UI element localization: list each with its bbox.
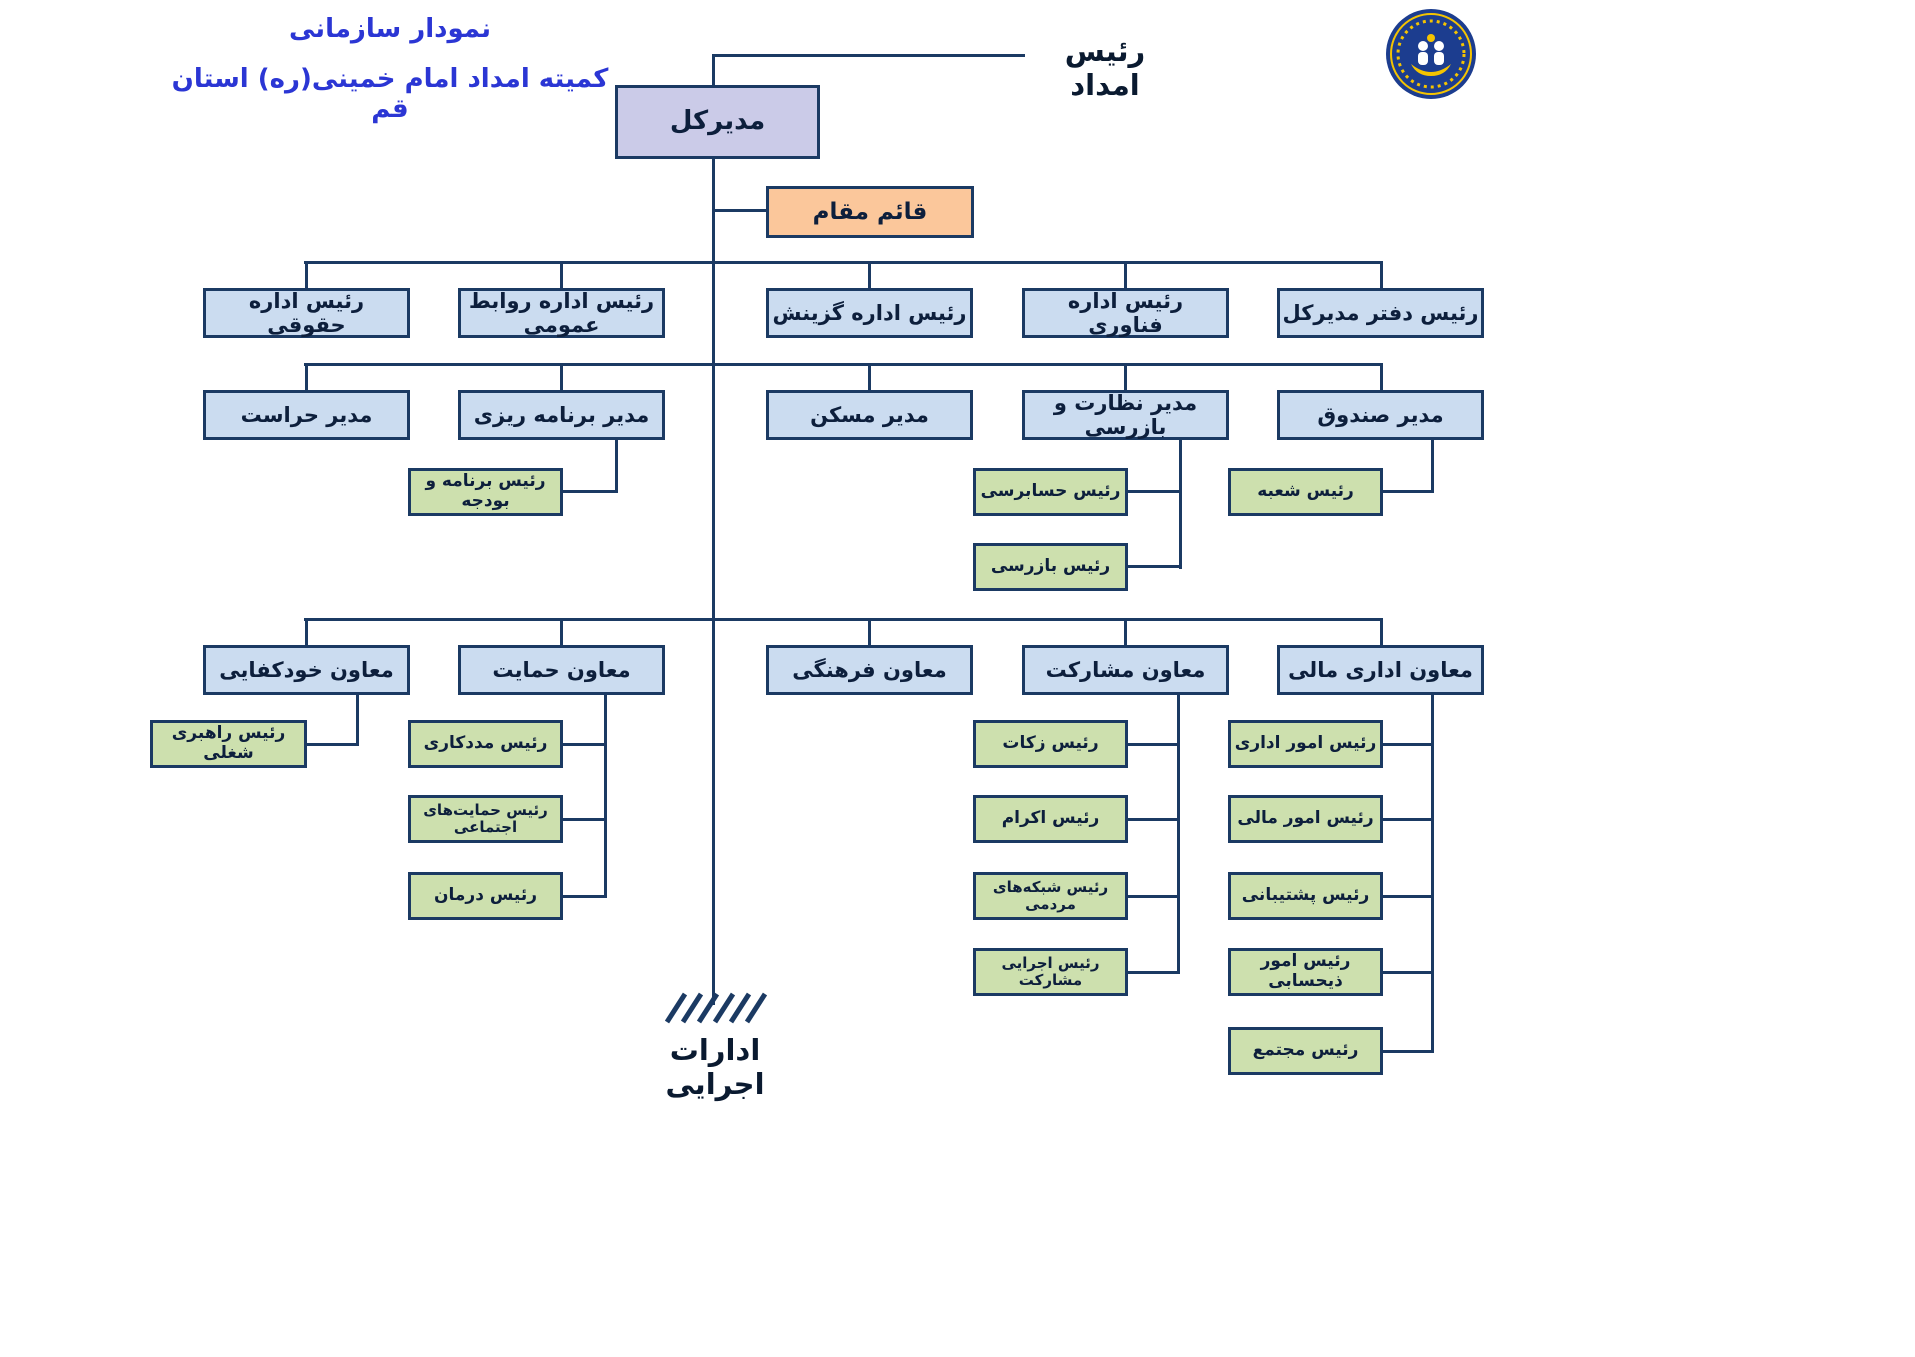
chart-title-line1: نمودار سازمانی — [289, 14, 491, 44]
ground-hatch-icon — [664, 992, 770, 1028]
node-program-budget-head: رئیس برنامه و بودجه — [408, 468, 563, 516]
node-public-relations-office: رئیس اداره روابط عمومی — [458, 288, 665, 338]
node-social-supports-head: رئیس حمایت‌های اجتماعی — [408, 795, 563, 843]
connector-line — [712, 55, 715, 1005]
connector-line — [1381, 743, 1433, 746]
connector-line — [1124, 363, 1127, 391]
connector-line — [304, 261, 1382, 264]
node-accounting-head: رئیس امور ذیحسابی — [1228, 948, 1383, 996]
node-inspection-head: رئیس بازرسی — [973, 543, 1128, 591]
node-participation-exec-head: رئیس اجرایی مشارکت — [973, 948, 1128, 996]
connector-line — [1380, 363, 1383, 391]
connector-line — [1380, 618, 1383, 646]
node-participation-deputy: معاون مشارکت — [1022, 645, 1229, 695]
connector-line — [712, 54, 1025, 57]
connector-line — [1381, 895, 1433, 898]
connector-line — [1126, 743, 1179, 746]
node-cultural-deputy: معاون فرهنگی — [766, 645, 973, 695]
node-complex-head: رئیس مجتمع — [1228, 1027, 1383, 1075]
connector-line — [868, 363, 871, 391]
node-dg-office: رئیس دفتر مدیرکل — [1277, 288, 1484, 338]
chart-title-line2: کمیته امداد امام خمینی(ره) استان قم — [171, 64, 609, 124]
logo-emblem-icon — [1386, 9, 1476, 99]
connector-line — [305, 261, 308, 289]
executive-offices-label: ادارات اجرایی — [665, 1033, 765, 1101]
node-admin-finance-deputy: معاون اداری مالی — [1277, 645, 1484, 695]
connector-line — [560, 363, 563, 391]
node-deputy-director: قائم مقام — [766, 186, 974, 238]
connector-line — [1431, 695, 1434, 1053]
connector-line — [1177, 695, 1180, 974]
connector-line — [868, 261, 871, 289]
node-admin-affairs-head: رئیس امور اداری — [1228, 720, 1383, 768]
connector-line — [304, 363, 1382, 366]
node-director-general: مدیرکل — [615, 85, 820, 159]
connector-line — [868, 618, 871, 646]
connector-line — [561, 743, 606, 746]
node-housing-manager: مدیر مسکن — [766, 390, 973, 440]
connector-line — [1126, 565, 1181, 568]
node-zakat-head: رئیس زکات — [973, 720, 1128, 768]
connector-line — [1381, 971, 1433, 974]
connector-line — [1126, 490, 1181, 493]
connector-line — [1126, 895, 1179, 898]
relief-committee-logo — [1385, 8, 1477, 100]
connector-line — [560, 261, 563, 289]
node-job-guidance-head: رئیس راهبری شغلی — [150, 720, 307, 768]
connector-line — [1179, 440, 1182, 569]
node-audit-head: رئیس حسابرسی — [973, 468, 1128, 516]
connector-line — [1381, 818, 1433, 821]
node-fund-manager: مدیر صندوق — [1277, 390, 1484, 440]
node-financial-affairs-head: رئیس امور مالی — [1228, 795, 1383, 843]
node-social-work-head: رئیس مددکاری — [408, 720, 563, 768]
node-public-networks-head: رئیس شبکه‌های مردمی — [973, 872, 1128, 920]
connector-line — [615, 440, 618, 493]
connector-line — [305, 363, 308, 391]
node-ekram-head: رئیس اکرام — [973, 795, 1128, 843]
node-technology-office: رئیس اداره فناوری — [1022, 288, 1229, 338]
connector-line — [1381, 490, 1433, 493]
head-of-relief-label: رئیس امداد — [1064, 34, 1146, 102]
connector-line — [561, 818, 606, 821]
connector-line — [356, 695, 359, 746]
node-selfsufficiency-deputy: معاون خودکفایی — [203, 645, 410, 695]
node-branch-head: رئیس شعبه — [1228, 468, 1383, 516]
connector-line — [1381, 1050, 1433, 1053]
connector-line — [1380, 261, 1383, 289]
node-logistics-head: رئیس پشتیبانی — [1228, 872, 1383, 920]
connector-line — [305, 618, 308, 646]
connector-line — [561, 895, 606, 898]
connector-line — [1126, 971, 1179, 974]
connector-line — [1124, 261, 1127, 289]
connector-line — [560, 618, 563, 646]
connector-line — [712, 209, 768, 212]
node-selection-office: رئیس اداره گزینش — [766, 288, 973, 338]
connector-line — [561, 490, 617, 493]
node-planning-manager: مدیر برنامه ریزی — [458, 390, 665, 440]
connector-line — [604, 695, 607, 898]
connector-line — [1126, 818, 1179, 821]
node-security-manager: مدیر حراست — [203, 390, 410, 440]
connector-line — [1431, 440, 1434, 493]
node-legal-office: رئیس اداره حقوقی — [203, 288, 410, 338]
connector-line — [1124, 618, 1127, 646]
node-treatment-head: رئیس درمان — [408, 872, 563, 920]
node-support-deputy: معاون حمایت — [458, 645, 665, 695]
node-oversight-manager: مدیر نظارت و بازرسی — [1022, 390, 1229, 440]
connector-line — [304, 618, 1382, 621]
connector-line — [305, 743, 358, 746]
